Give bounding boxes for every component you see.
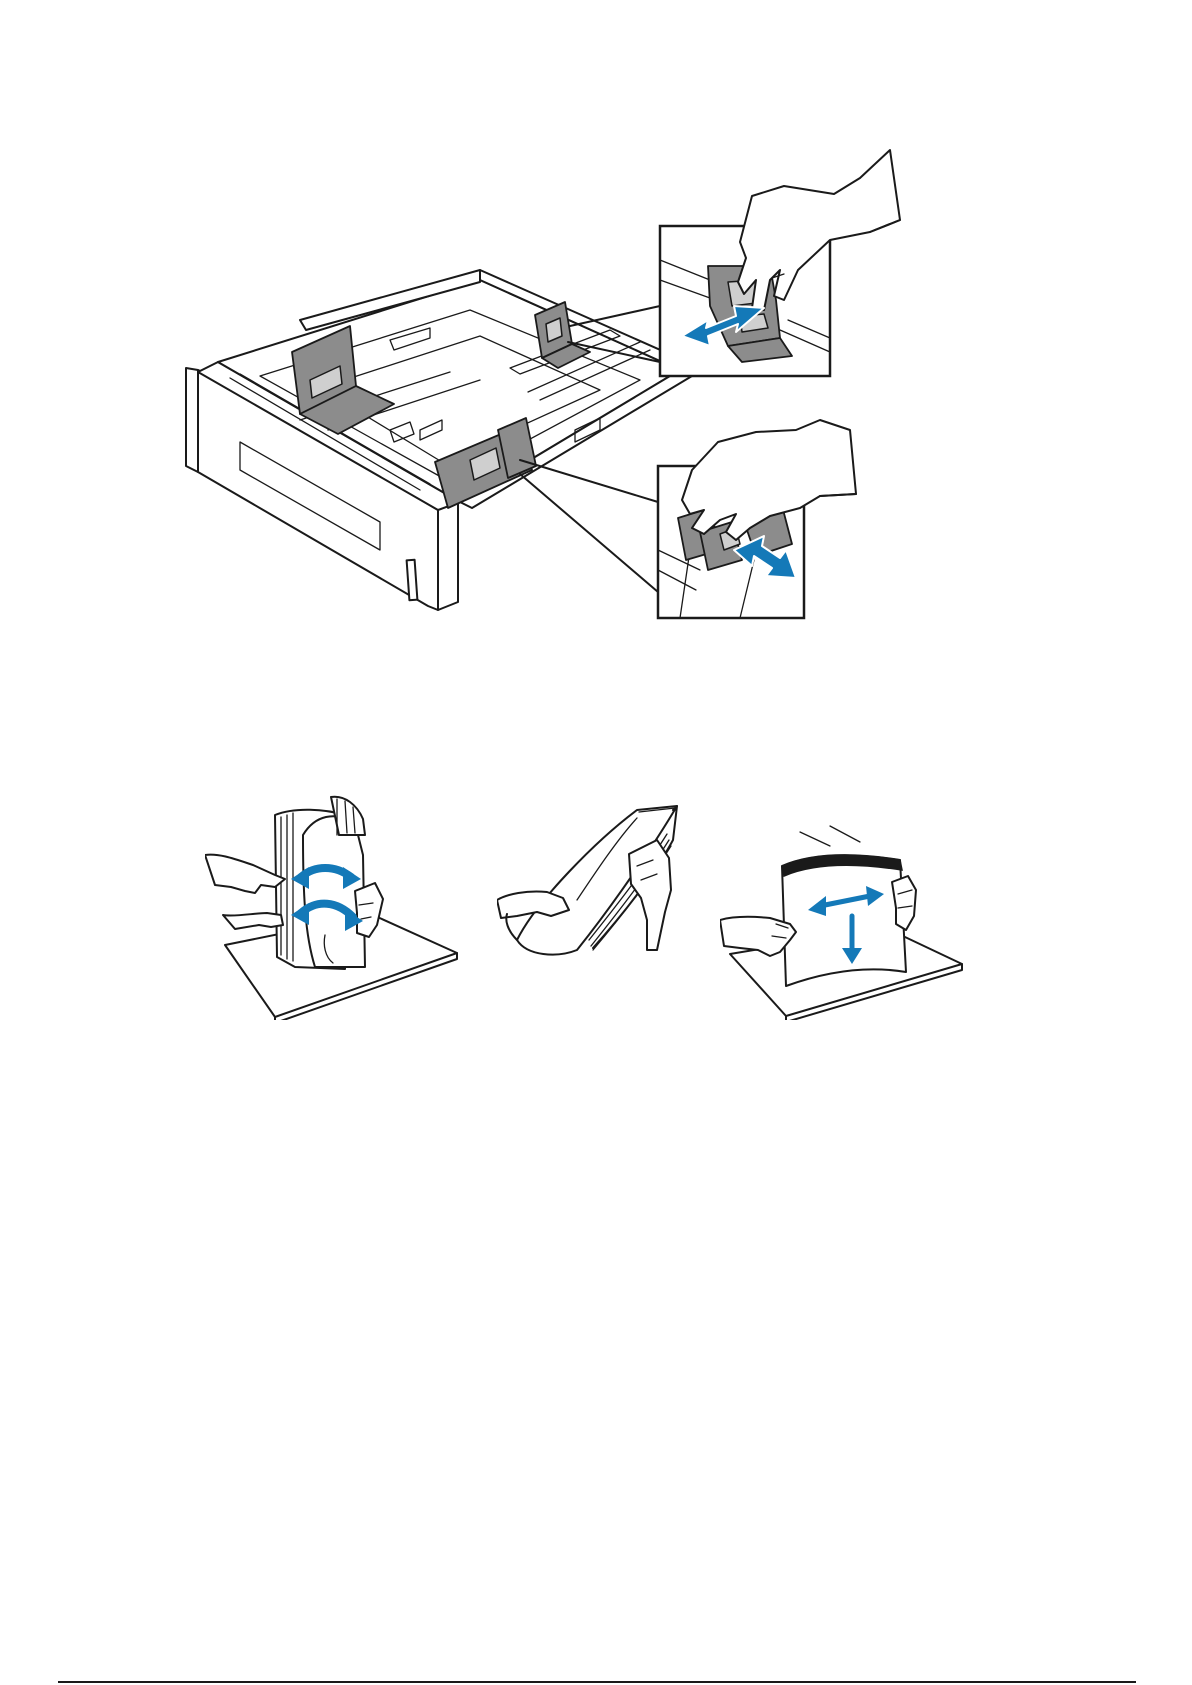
fan-paper-illustration [205, 795, 465, 1020]
paper-tray-icon [186, 270, 692, 610]
straighten-paper-illustration [720, 820, 970, 1020]
inset-front-guide [658, 420, 856, 618]
flex-paper-illustration [497, 800, 687, 960]
footer-rule [58, 1681, 1136, 1683]
inset-rear-guide [660, 150, 900, 376]
paper-tray-guides-illustration [180, 130, 970, 670]
